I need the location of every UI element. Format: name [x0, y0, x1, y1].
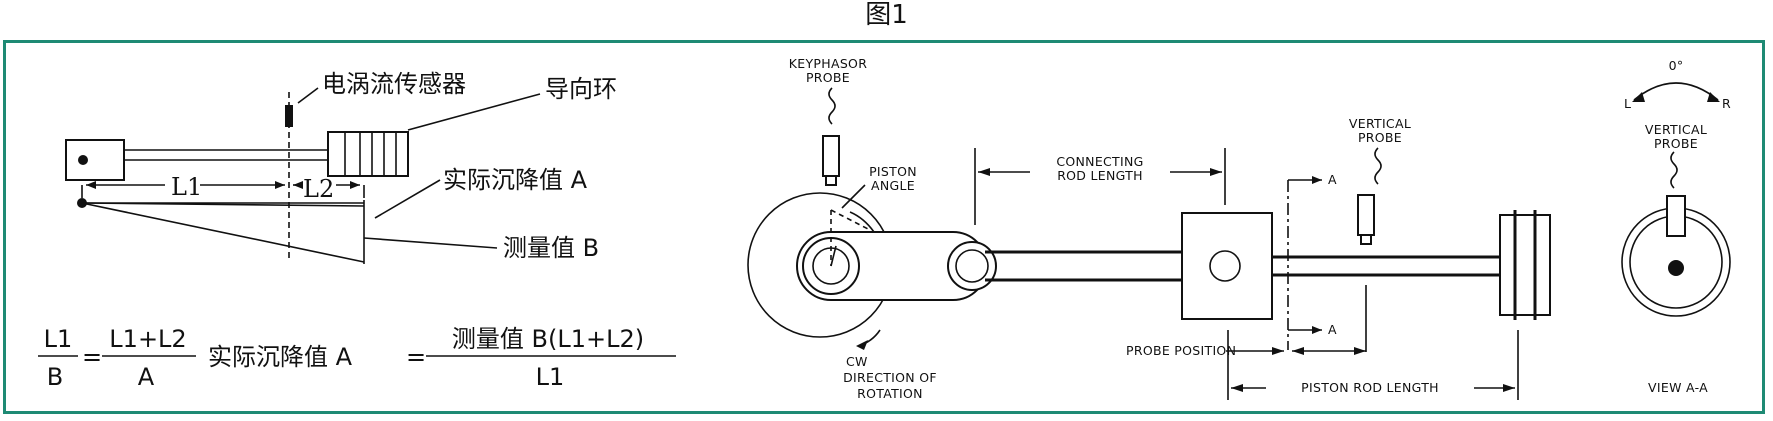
rod-drop-diagram: KEYPHASOR PROBE PISTON ANGLE CW DIRECTIO…	[747, 56, 1731, 401]
settlement-formula: L1 B = L1+L2 A 实际沉降值 A = 测量值 B(L1+L2) L1	[38, 325, 676, 391]
keyphasor-label-line2: PROBE	[806, 70, 850, 85]
formula-mid-numerator: L1+L2	[109, 325, 186, 353]
direction-label-line1: DIRECTION OF	[843, 370, 937, 385]
formula-rhs-denominator: L1	[536, 363, 565, 391]
piston-rod-section	[1668, 260, 1684, 276]
view-vertical-probe-line2: PROBE	[1654, 136, 1698, 151]
right-mark: R	[1722, 96, 1731, 111]
actual-settlement-label: 实际沉降值 A	[443, 166, 588, 194]
connecting-rod-label-line2: ROD LENGTH	[1057, 168, 1143, 183]
rod-end-pin	[78, 155, 88, 165]
connecting-rod-label-line1: CONNECTING	[1056, 154, 1143, 169]
guide-ring-label: 导向环	[545, 75, 617, 103]
view-probe-icon	[1666, 195, 1686, 237]
rod-end-eye	[65, 139, 125, 181]
figure-frame	[3, 40, 1765, 414]
formula-result-label: 实际沉降值 A	[208, 343, 353, 371]
piston-angle-line2: ANGLE	[871, 178, 915, 193]
crosshead-pin-outer	[947, 241, 997, 291]
figure-title: 图1	[865, 0, 908, 30]
section-a-bottom: A	[1328, 322, 1337, 337]
keyphasor-label-line1: KEYPHASOR	[789, 56, 867, 71]
formula-rhs-numerator: 测量值 B(L1+L2)	[452, 325, 644, 353]
view-label: VIEW A-A	[1648, 380, 1708, 395]
eddy-current-sensor-icon	[285, 105, 293, 127]
cw-label: CW	[846, 354, 868, 369]
angle-arc-icon	[1633, 82, 1719, 101]
piston-angle-line1: PISTON	[869, 164, 917, 179]
formula-equals-1: =	[82, 343, 102, 371]
piston	[1499, 214, 1551, 316]
l2-label: L2	[303, 175, 334, 203]
view-vertical-probe-line1: VERTICAL	[1645, 122, 1707, 137]
guide-ring	[327, 131, 409, 177]
vertical-probe-label-line1: VERTICAL	[1349, 116, 1411, 131]
measured-value-label: 测量值 B	[503, 234, 599, 262]
deflection-line	[81, 202, 365, 263]
direction-label-line2: ROTATION	[857, 386, 923, 401]
left-mark: L	[1624, 96, 1631, 111]
formula-lhs-denominator: B	[47, 363, 63, 391]
vertical-probe-label-line2: PROBE	[1358, 130, 1402, 145]
formula-mid-denominator: A	[138, 363, 155, 391]
zero-degree-label: 0°	[1669, 58, 1684, 73]
crosshead	[1181, 212, 1273, 320]
section-a-top: A	[1328, 172, 1337, 187]
sensor-label: 电涡流传感器	[322, 70, 466, 98]
settlement-diagram: 电涡流传感器 导向环 实际沉降值 A 测量值 B L1 L2	[65, 70, 617, 264]
vertical-probe-icon	[1357, 194, 1375, 236]
keyphasor-probe-icon	[822, 135, 840, 177]
probe-position-label: PROBE POSITION	[1126, 343, 1236, 358]
piston-rod-length-label: PISTON ROD LENGTH	[1301, 380, 1439, 395]
l1-label: L1	[171, 173, 202, 201]
formula-lhs-numerator: L1	[44, 325, 73, 353]
formula-equals-2: =	[406, 343, 426, 371]
